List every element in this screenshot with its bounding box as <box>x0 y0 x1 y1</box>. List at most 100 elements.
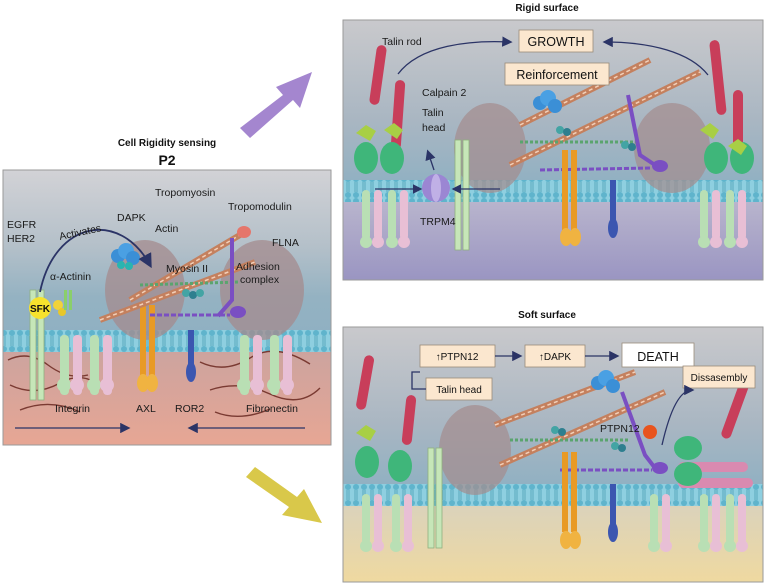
dapk-protein <box>606 379 620 393</box>
talin-rod <box>721 381 749 439</box>
talin-head <box>388 450 412 482</box>
myosin-head <box>611 442 619 450</box>
trpm4-up-arrow <box>425 149 436 171</box>
talin-head <box>674 436 702 460</box>
dapk-protein <box>548 99 562 113</box>
left-ecm <box>3 340 331 445</box>
integrin-label: Integrin <box>55 403 90 415</box>
axl-receptor <box>571 150 577 230</box>
talin-head <box>355 446 379 478</box>
disassembly-arrow <box>661 384 695 446</box>
rigid-flna <box>539 166 651 172</box>
calpain <box>356 125 376 141</box>
ror2-receptor <box>186 330 196 382</box>
her2-label: HER2 <box>7 233 35 245</box>
actin-label: Actin <box>155 223 179 235</box>
ptpn12-box-text: ↑PTPN12 <box>436 352 479 363</box>
egfr-receptor <box>427 447 435 549</box>
ror2-receptor <box>610 180 616 220</box>
talin-rod <box>356 355 374 410</box>
myosin-head <box>563 128 571 136</box>
reinforcement-text: Reinforcement <box>516 68 598 82</box>
rigid-flna-head <box>652 160 668 172</box>
calpain <box>384 123 403 139</box>
axl-label: AXL <box>136 403 156 415</box>
calpain <box>356 425 376 441</box>
soft-ecm <box>343 500 763 582</box>
tropomodulin-cap <box>237 226 251 238</box>
sfk-label: SFK <box>30 304 51 315</box>
myosin-head <box>556 126 564 134</box>
death-box-text: DEATH <box>637 350 678 364</box>
rigid-flna <box>626 94 657 167</box>
talin-rod <box>369 45 387 105</box>
calpain <box>700 123 719 139</box>
myosin-head <box>621 141 629 149</box>
flna <box>150 238 246 318</box>
egfr-receptor <box>454 139 462 251</box>
egfr-label: EGFR <box>7 219 37 231</box>
soft-panel: Soft surface <box>342 310 764 583</box>
rigid-integrins <box>360 190 748 248</box>
talin-rod-label: Talin rod <box>382 36 422 48</box>
alpha-actinin-label: α-Actinin <box>50 271 91 283</box>
talin-head-box-text: Talin head <box>436 385 482 396</box>
growth-box <box>518 29 594 53</box>
talin-head-label-2: head <box>422 122 446 134</box>
myosin-head <box>628 143 636 151</box>
death-box <box>621 342 695 368</box>
trpm4-channel <box>422 174 450 202</box>
growth-text: GROWTH <box>528 35 585 49</box>
pathway-arrow <box>411 371 426 390</box>
complex-label: complex <box>240 274 280 286</box>
left-title: Cell Rigidity sensing <box>118 138 216 149</box>
talin-head <box>674 462 702 486</box>
ror2-receptor <box>610 484 616 524</box>
talin-head <box>354 142 378 174</box>
rigid-title: Rigid surface <box>515 3 579 14</box>
talin-head-label-1: Talin <box>422 107 444 119</box>
axl-receptor <box>569 531 581 549</box>
soft-flna <box>620 391 657 470</box>
ptpn12-protein <box>643 425 657 439</box>
adhesion-label: Adhesion <box>236 261 280 273</box>
trpm4-label: TRPM4 <box>420 216 456 228</box>
talin-head <box>380 142 404 174</box>
soft-title: Soft surface <box>518 310 576 321</box>
alpha-actinin <box>53 290 72 316</box>
calpain <box>728 139 747 155</box>
myosin-label: Myosin II <box>166 263 208 275</box>
integrin-group <box>57 335 294 395</box>
disassembly-box <box>682 365 756 389</box>
adhesion-blob <box>454 103 526 193</box>
myosin-ii <box>139 280 241 299</box>
axl-receptor <box>562 150 568 230</box>
soft-flna-head <box>652 462 668 474</box>
reinforcement-box <box>504 62 610 86</box>
dapk-protein <box>111 243 140 270</box>
dapk-label: DAPK <box>117 212 146 224</box>
tropomyosin-label: Tropomyosin <box>155 187 215 199</box>
rigid-panel: Rigid surface <box>342 3 764 281</box>
tropomodulin-label: Tropomodulin <box>228 201 292 213</box>
axl-receptor <box>569 228 581 246</box>
actin-filaments <box>98 229 257 323</box>
ror2-receptor <box>608 522 618 542</box>
talin-head <box>704 142 728 174</box>
ptpn12-side-label: PTPN12 <box>600 423 640 435</box>
growth-arrow-right <box>602 36 709 76</box>
rigid-ecm <box>343 200 763 280</box>
activates-arrow <box>39 229 152 293</box>
egfr-receptor <box>435 447 443 549</box>
flna-label: FLNA <box>272 237 299 249</box>
dapk-box-text: ↑DAPK <box>539 352 572 363</box>
growth-arrow-left <box>397 36 513 75</box>
egfr-receptor <box>462 139 470 251</box>
sfk-blob <box>29 297 51 319</box>
axl-receptor <box>560 531 572 549</box>
myosin-head <box>618 444 626 452</box>
axl-receptor <box>137 305 158 392</box>
myosin-head <box>558 428 566 436</box>
disassembly-box-text: Dissasembly <box>691 373 748 384</box>
